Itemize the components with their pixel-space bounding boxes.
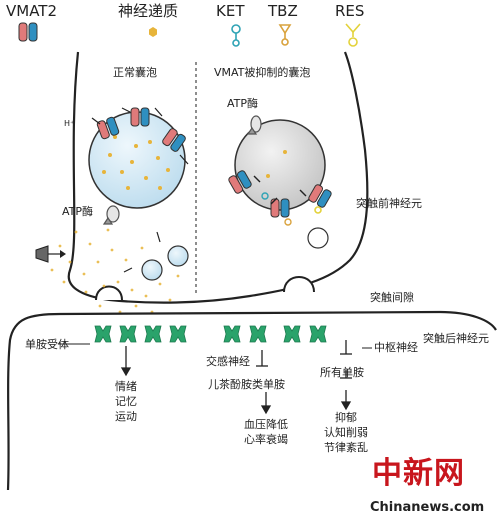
effect-depression: 抑郁 bbox=[335, 411, 357, 424]
ket-bound-icon bbox=[261, 192, 269, 200]
res-legend-icon bbox=[345, 23, 361, 47]
effect-rhythm: 节律紊乱 bbox=[324, 441, 368, 454]
monoamine-receptor bbox=[249, 325, 267, 343]
legend-res: RES bbox=[335, 2, 365, 20]
receptor-label: 单胺受体 bbox=[25, 338, 69, 351]
inhibited-vesicle bbox=[234, 119, 326, 211]
pathway-arrows bbox=[58, 340, 372, 415]
tbz-bound-icon bbox=[284, 218, 292, 226]
receptors-right bbox=[223, 325, 327, 343]
vesicle-arrows bbox=[123, 231, 161, 273]
normal-vesicle-dots bbox=[102, 135, 170, 190]
legend-vmat2: VMAT2 bbox=[6, 2, 58, 20]
fusing-vesicle-left bbox=[95, 285, 123, 301]
effect-cognition: 认知削弱 bbox=[324, 426, 368, 439]
legend-tbz: TBZ bbox=[268, 2, 298, 20]
effect-bp-drop: 血压降低 bbox=[244, 418, 288, 431]
watermark-brand: 中新网 bbox=[372, 456, 465, 491]
atp-label-left: ATP酶 bbox=[62, 205, 94, 218]
catecholamine-label: 儿茶酚胺类单胺 bbox=[208, 378, 285, 391]
inhibited-vesicle-label: VMAT被抑制的囊泡 bbox=[214, 66, 311, 79]
sympathetic-label: 交感神经 bbox=[206, 355, 250, 368]
atp-enzyme-icon bbox=[246, 115, 262, 135]
effect-memory: 记忆 bbox=[115, 395, 137, 408]
monoamine-receptor bbox=[283, 325, 301, 343]
inhibitor-symbols bbox=[253, 175, 307, 205]
cleft-label: 突触间隙 bbox=[370, 291, 414, 304]
inhibited-vesicle-dots bbox=[266, 150, 287, 178]
ket-legend-icon bbox=[231, 24, 241, 47]
effect-emotion: 情绪 bbox=[115, 380, 137, 393]
fusing-vesicle-right bbox=[283, 276, 315, 293]
small-vesicle bbox=[307, 227, 329, 249]
tbz-legend-icon bbox=[278, 24, 292, 46]
monoamine-receptor bbox=[309, 325, 327, 343]
effect-movement: 运动 bbox=[115, 410, 137, 423]
normal-vesicle-label: 正常囊泡 bbox=[113, 66, 157, 79]
small-vesicle bbox=[167, 245, 189, 267]
monoamine-receptor bbox=[223, 325, 241, 343]
efflux-transporter-icon bbox=[35, 245, 66, 263]
legend-neurotransmitter: 神经递质 bbox=[118, 2, 179, 20]
postsynaptic-membrane bbox=[6, 310, 497, 491]
legend-ket: KET bbox=[216, 2, 245, 20]
presynaptic-membrane bbox=[67, 51, 369, 304]
small-vesicle bbox=[141, 259, 163, 281]
monoamine-receptor bbox=[169, 325, 187, 343]
atp-label-right: ATP酶 bbox=[227, 97, 259, 110]
monoamine-receptor bbox=[144, 325, 162, 343]
all-monoamines-label: 所有单胺 bbox=[320, 366, 364, 379]
proton-label: H⁺ bbox=[64, 119, 75, 128]
vmat2-legend-icon bbox=[18, 22, 38, 42]
neurotransmitter-legend-icon bbox=[149, 27, 157, 37]
transport-arrows bbox=[91, 107, 189, 165]
monoamine-receptor bbox=[94, 325, 112, 343]
atp-enzyme-icon bbox=[102, 205, 120, 225]
postsynaptic-label: 突触后神经元 bbox=[423, 332, 489, 345]
receptors-left bbox=[94, 325, 187, 343]
effect-heart-failure: 心率衰竭 bbox=[244, 433, 288, 446]
watermark-site: Chinanews.com bbox=[370, 500, 485, 515]
presynaptic-label: 突触前神经元 bbox=[356, 197, 422, 210]
res-bound-icon bbox=[314, 206, 322, 214]
central-label: 中枢神经 bbox=[374, 341, 418, 354]
monoamine-receptor bbox=[119, 325, 137, 343]
